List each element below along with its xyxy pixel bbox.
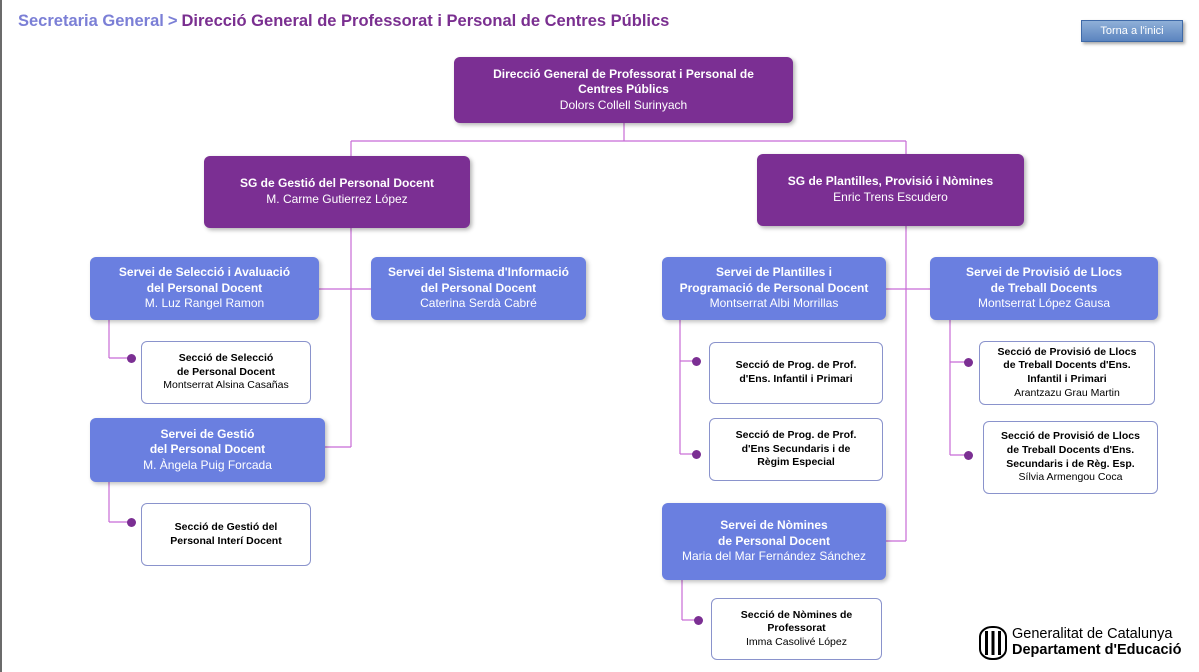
node-sg-plantilles[interactable]: SG de Plantilles, Provisió i Nòmines Enr…: [757, 154, 1024, 226]
node-servei-gestio[interactable]: Servei de Gestió del Personal Docent M. …: [90, 418, 325, 482]
node-seccio-provisio-secundaris[interactable]: Secció de Provisió de Llocs de Treball D…: [983, 421, 1158, 494]
node-person: Montserrat López Gausa: [977, 296, 1111, 311]
breadcrumb: Secretaria General>Direcció General de P…: [18, 12, 669, 31]
node-seccio-gestio-interi[interactable]: Secció de Gestió del Personal Interí Doc…: [141, 503, 311, 566]
connector-dot: [692, 450, 701, 459]
node-person: Montserrat Alsina Casañas: [163, 379, 289, 392]
node-servei-sistema-informacio[interactable]: Servei del Sistema d'Informació del Pers…: [371, 257, 586, 320]
node-person: Enric Trens Escudero: [833, 190, 948, 204]
generalitat-emblem-icon: [979, 626, 1007, 660]
window-frame-edge: [0, 0, 2, 672]
connector-dot: [127, 518, 136, 527]
node-title: Servei del Sistema d'Informació del Pers…: [388, 265, 569, 295]
node-person: Caterina Serdà Cabré: [420, 296, 537, 311]
node-seccio-prog-secundaris[interactable]: Secció de Prog. de Prof. d'Ens Secundari…: [709, 418, 883, 481]
node-person: Montserrat Albi Morrillas: [709, 296, 839, 311]
node-servei-plantilles[interactable]: Servei de Plantilles i Programació de Pe…: [662, 257, 886, 320]
node-seccio-seleccio[interactable]: Secció de Selecció de Personal Docent Mo…: [141, 341, 311, 404]
node-seccio-prog-infantil[interactable]: Secció de Prog. de Prof. d'Ens. Infantil…: [709, 342, 883, 404]
node-title: Secció de Provisió de Llocs de Treball D…: [1001, 430, 1140, 470]
node-title: Secció de Gestió del Personal Interí Doc…: [170, 520, 282, 547]
node-person: Dolors Collell Surinyach: [559, 97, 688, 112]
logo-line-departament: Departament d'Educació: [1012, 641, 1182, 658]
node-person: M. Àngela Puig Forcada: [143, 457, 272, 472]
node-title: Direcció General de Professorat i Person…: [493, 66, 754, 97]
node-title: Servei de Gestió del Personal Docent: [149, 426, 266, 457]
connector-dot: [694, 616, 703, 625]
connector-dot: [964, 358, 973, 367]
node-title: Secció de Provisió de Llocs de Treball D…: [997, 345, 1137, 385]
connector-dot: [692, 357, 701, 366]
connector-dot: [127, 354, 136, 363]
connector-dot: [964, 451, 973, 460]
node-title: Servei de Selecció i Avaluació del Perso…: [118, 265, 291, 295]
breadcrumb-separator: >: [167, 12, 178, 30]
node-title: Secció de Prog. de Prof. d'Ens. Infantil…: [735, 359, 857, 385]
breadcrumb-root-link[interactable]: Secretaria General: [18, 12, 164, 30]
node-title: Servei de Provisió de Llocs de Treball D…: [965, 265, 1123, 295]
generalitat-logo: Generalitat de Catalunya Departament d'E…: [979, 626, 1181, 660]
node-title: SG de Gestió del Personal Docent: [239, 176, 435, 191]
node-sg-gestio-personal[interactable]: SG de Gestió del Personal Docent M. Carm…: [204, 156, 470, 228]
node-title: Secció de Selecció de Personal Docent: [176, 352, 276, 378]
home-button[interactable]: Torna a l'inici: [1081, 20, 1183, 42]
node-servei-provisio[interactable]: Servei de Provisió de Llocs de Treball D…: [930, 257, 1158, 320]
breadcrumb-current: Direcció General de Professorat i Person…: [181, 12, 670, 30]
node-title: Secció de Prog. de Prof. d'Ens Secundari…: [735, 429, 857, 469]
node-person: Sílvia Armengou Coca: [1018, 471, 1123, 484]
node-person: M. Carme Gutierrez López: [266, 192, 408, 206]
node-title: SG de Plantilles, Provisió i Nòmines: [787, 174, 994, 189]
node-person: Arantzazu Grau Martin: [1014, 386, 1120, 399]
node-person: Maria del Mar Fernández Sánchez: [681, 549, 867, 564]
node-title: Servei de Plantilles i Programació de Pe…: [679, 265, 869, 295]
logo-line-generalitat: Generalitat de Catalunya: [1012, 626, 1173, 643]
node-person: M. Luz Rangel Ramon: [144, 296, 265, 311]
node-seccio-nomines[interactable]: Secció de Nòmines de Professorat Imma Ca…: [711, 598, 882, 660]
node-servei-nomines[interactable]: Servei de Nòmines de Personal Docent Mar…: [662, 503, 886, 580]
node-person: Imma Casolivé López: [746, 635, 847, 648]
node-title: Servei de Nòmines de Personal Docent: [717, 518, 831, 548]
node-title: Secció de Nòmines de Professorat: [740, 608, 853, 635]
node-seccio-provisio-infantil[interactable]: Secció de Provisió de Llocs de Treball D…: [979, 341, 1155, 405]
node-servei-seleccio[interactable]: Servei de Selecció i Avaluació del Perso…: [90, 257, 319, 320]
node-direccio-general[interactable]: Direcció General de Professorat i Person…: [454, 57, 793, 123]
